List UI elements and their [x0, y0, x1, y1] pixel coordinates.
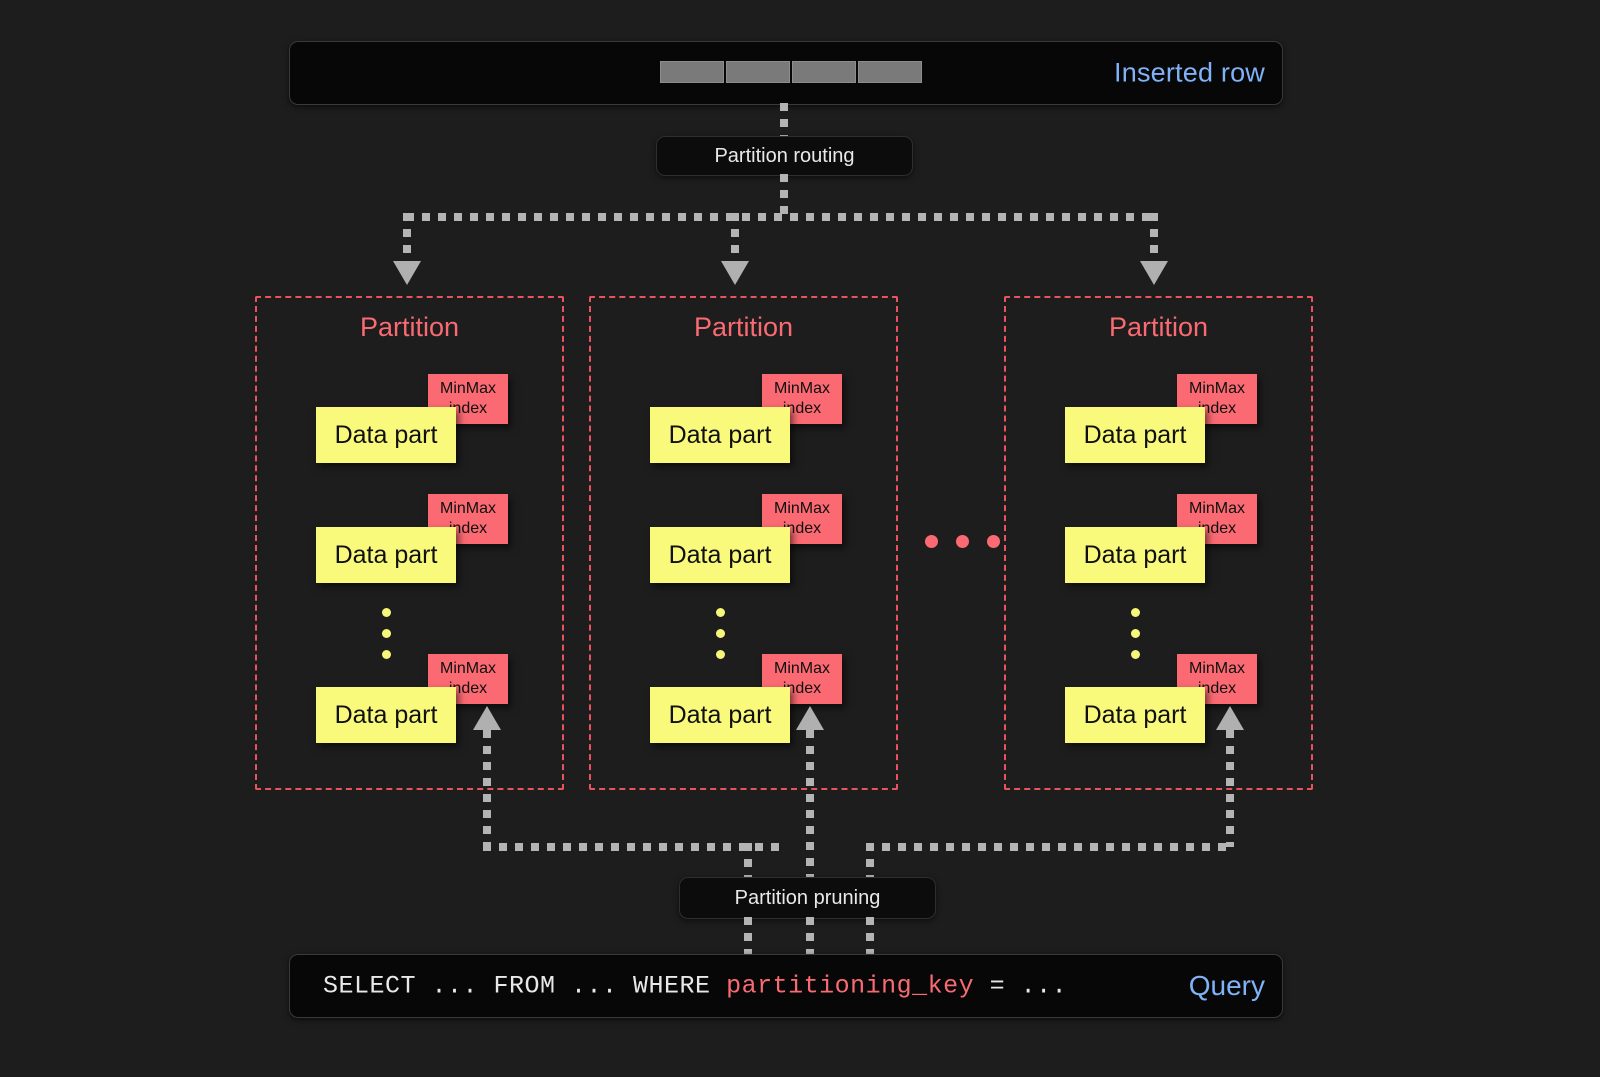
row-cell: [858, 61, 922, 83]
connector-routing-to-bus: [780, 174, 788, 217]
connector-bus-to-partition-1: [403, 213, 411, 265]
data-part: Data part: [650, 527, 790, 583]
partition-title: Partition: [1108, 312, 1209, 342]
data-part-ellipsis: [1131, 608, 1140, 659]
connector-row-to-routing: [780, 103, 788, 136]
connector-pruning-to-partition-2: [806, 730, 814, 880]
partition-2: Partition MinMax index Data part MinMax …: [589, 296, 898, 790]
data-part-ellipsis: [716, 608, 725, 659]
row-cell: [660, 61, 724, 83]
partition-1: Partition MinMax index Data part MinMax …: [255, 296, 564, 790]
minmax-index-label: MinMax index: [439, 380, 496, 417]
inserted-row-cells: [660, 61, 922, 83]
query-text-prefix: SELECT ... FROM ... WHERE: [323, 971, 727, 1001]
partition-title: Partition: [693, 312, 794, 342]
minmax-index-badge: MinMax index: [428, 494, 508, 544]
minmax-index-badge: MinMax index: [762, 374, 842, 424]
connector-pruning-to-query-3: [866, 917, 874, 954]
connector-pruning-bus-left: [483, 843, 783, 851]
partition-pruning-box[interactable]: Partition pruning: [679, 877, 936, 919]
data-part: Data part: [650, 407, 790, 463]
minmax-index-label: MinMax index: [773, 660, 830, 697]
connector-bus-to-partition-2: [731, 213, 739, 265]
connector-pruning-to-partition-1: [483, 730, 491, 847]
partition-3: Partition MinMax index Data part MinMax …: [1004, 296, 1313, 790]
query-text: SELECT ... FROM ... WHERE partitioning_k…: [323, 972, 1067, 1001]
data-part: Data part: [316, 407, 456, 463]
connector-pruning-bus-right: [866, 843, 1234, 851]
row-cell: [792, 61, 856, 83]
minmax-index-label: MinMax index: [1188, 380, 1245, 417]
arrow-into-partition-1: [393, 261, 421, 285]
query-label: Query: [1188, 970, 1265, 1001]
data-part: Data part: [1065, 527, 1205, 583]
partitions-ellipsis: [925, 535, 1000, 548]
partition-routing-box[interactable]: Partition routing: [656, 136, 913, 176]
connector-pruning-to-partition-3: [1226, 730, 1234, 847]
connector-pruning-bus-left-drop: [744, 843, 752, 881]
minmax-index-label: MinMax index: [1188, 500, 1245, 537]
inserted-row-label: Inserted row: [1114, 57, 1265, 88]
connector-pruning-to-query-2: [806, 917, 814, 954]
query-text-suffix: = ...: [974, 971, 1068, 1001]
partition-title: Partition: [359, 312, 460, 342]
minmax-index-label: MinMax index: [773, 380, 830, 417]
data-part: Data part: [650, 687, 790, 743]
data-part: Data part: [316, 527, 456, 583]
data-part-ellipsis: [382, 608, 391, 659]
connector-bus-to-partition-3: [1150, 213, 1158, 265]
data-part: Data part: [1065, 407, 1205, 463]
query-bar: SELECT ... FROM ... WHERE partitioning_k…: [289, 954, 1283, 1018]
minmax-index-label: MinMax index: [439, 500, 496, 537]
minmax-index-label: MinMax index: [773, 500, 830, 537]
connector-pruning-bus-right-drop: [866, 843, 874, 881]
arrow-into-partition-3-bottom-part: [1216, 706, 1244, 730]
minmax-index-label: MinMax index: [439, 660, 496, 697]
connector-routing-bus: [406, 213, 1158, 221]
connector-pruning-to-query-1: [744, 917, 752, 954]
data-part: Data part: [316, 687, 456, 743]
arrow-into-partition-2-bottom-part: [796, 706, 824, 730]
data-part: Data part: [1065, 687, 1205, 743]
query-partitioning-key: partitioning_key: [726, 971, 975, 1001]
arrow-into-partition-2: [721, 261, 749, 285]
arrow-into-partition-1-bottom-part: [473, 706, 501, 730]
arrow-into-partition-3: [1140, 261, 1168, 285]
minmax-index-label: MinMax index: [1188, 660, 1245, 697]
inserted-row-bar: Inserted row: [289, 41, 1283, 105]
row-cell: [726, 61, 790, 83]
